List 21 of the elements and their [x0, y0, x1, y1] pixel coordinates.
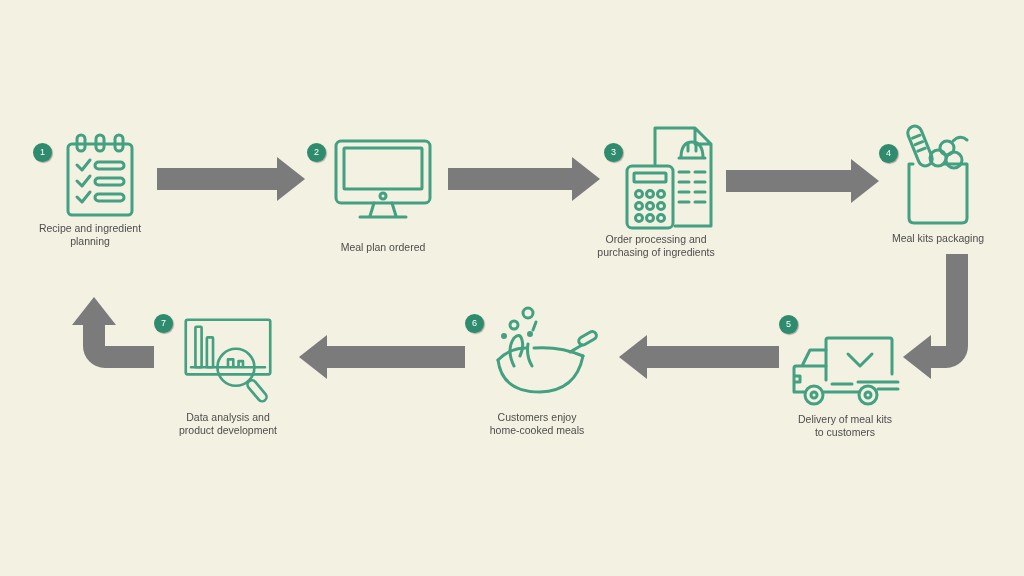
step-number-badge: 5 — [779, 315, 798, 334]
step-caption: Meal kits packaging — [890, 232, 986, 245]
step-caption: Delivery of meal kits to customers — [797, 413, 893, 439]
block-arrow — [299, 335, 465, 379]
step-caption: Order processing and purchasing of ingredients — [596, 233, 716, 259]
block-arrow — [157, 157, 305, 201]
block-arrow — [448, 157, 600, 201]
bent-block-arrow — [72, 297, 154, 368]
step-number-badge: 4 — [879, 144, 898, 163]
step-caption: Recipe and ingredient planning — [37, 222, 143, 248]
step-number-badge: 3 — [604, 143, 623, 162]
step-caption: Customers enjoy home-cooked meals — [488, 411, 586, 437]
step-caption: Data analysis and product development — [177, 411, 279, 437]
block-arrow — [619, 335, 779, 379]
step-number-badge: 2 — [307, 143, 326, 162]
step-number-badge: 6 — [465, 314, 484, 333]
step-number-badge: 7 — [154, 314, 173, 333]
step-number-badge: 1 — [33, 143, 52, 162]
step-caption: Meal plan ordered — [339, 241, 427, 254]
bent-block-arrow — [903, 254, 968, 379]
block-arrow — [726, 159, 879, 203]
